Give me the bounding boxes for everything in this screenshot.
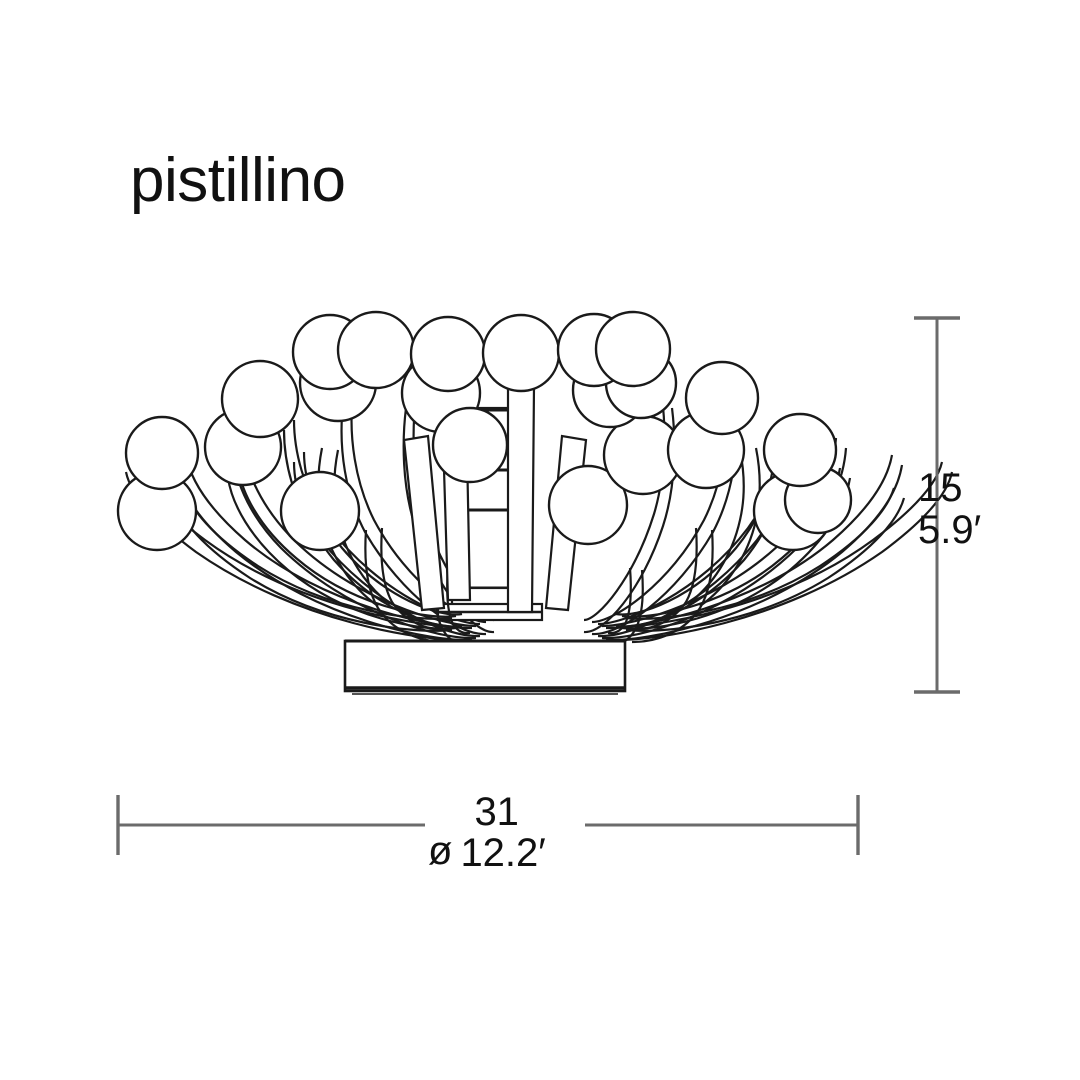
height-dimension-secondary: 5.9′ bbox=[918, 508, 982, 552]
height-dimension-label: 15 5.9′ bbox=[918, 468, 981, 550]
width-dimension-values: 31 12.2′ bbox=[460, 792, 545, 873]
globe bbox=[409, 315, 487, 393]
globe bbox=[431, 406, 509, 484]
globe bbox=[336, 310, 416, 390]
globe bbox=[481, 313, 561, 393]
globe bbox=[762, 412, 838, 488]
height-dimension-line bbox=[914, 316, 960, 694]
width-dimension-line bbox=[116, 795, 860, 855]
globe bbox=[547, 464, 629, 546]
globe bbox=[684, 360, 760, 436]
globe bbox=[279, 470, 361, 552]
width-dimension-secondary: 12.2′ bbox=[460, 831, 546, 875]
globe bbox=[594, 310, 672, 388]
lamp-body bbox=[116, 310, 954, 695]
width-dimension-label: ø 31 12.2′ bbox=[428, 792, 546, 873]
page-title: pistillino bbox=[130, 146, 346, 215]
ceiling-mount-base bbox=[343, 639, 627, 695]
width-dimension-primary: 31 bbox=[474, 790, 519, 834]
height-dimension-primary: 15 bbox=[918, 466, 963, 510]
globe bbox=[124, 415, 200, 491]
globe-cluster-top bbox=[291, 310, 672, 393]
globe bbox=[220, 359, 300, 439]
diameter-symbol-icon: ø bbox=[428, 829, 453, 873]
dimension-lines bbox=[116, 316, 960, 855]
